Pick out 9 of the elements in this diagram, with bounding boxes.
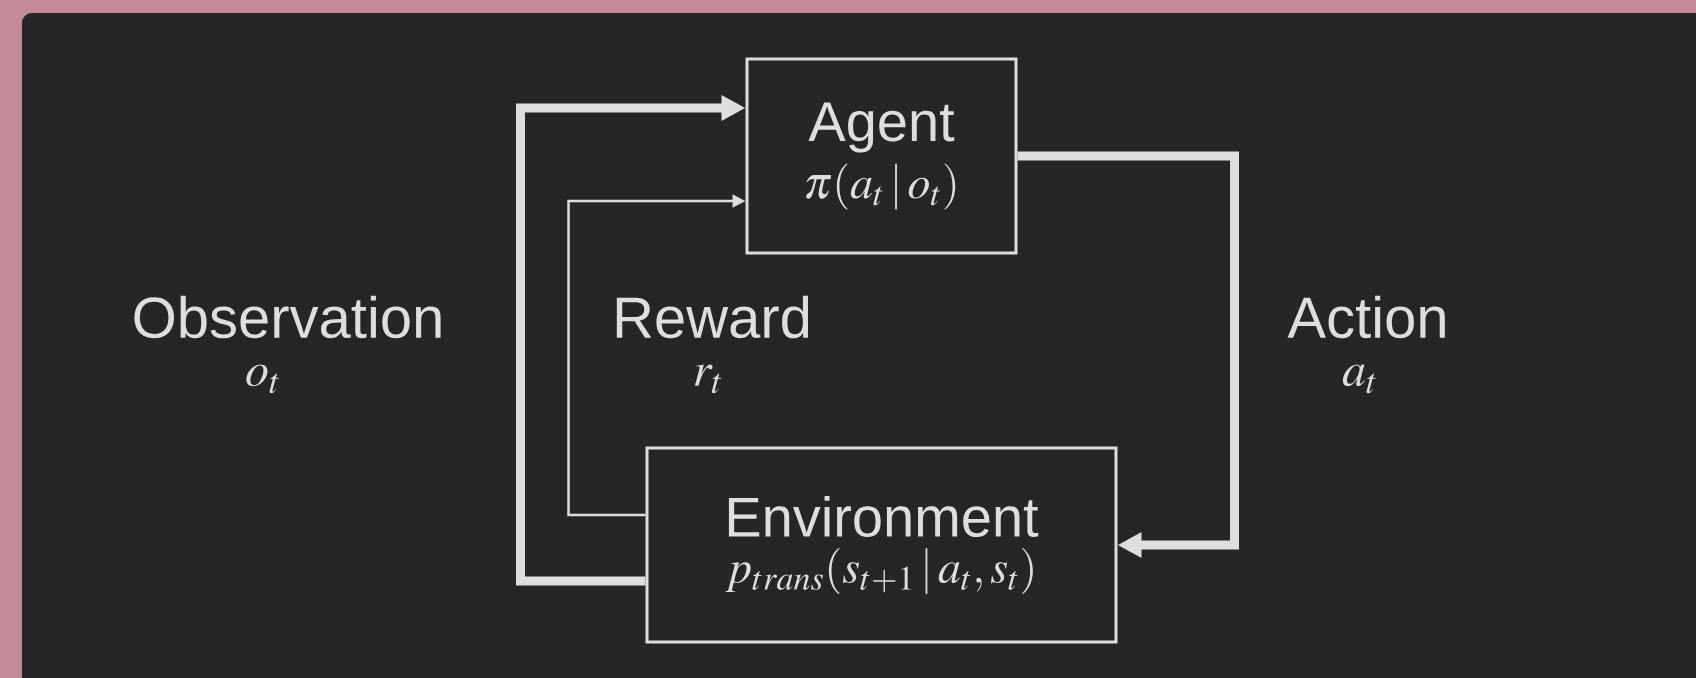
node-box: Environment $p_{trans}(s_{t+1}\,|\,a_t, s_t)$ (645, 446, 1118, 644)
edge-label: Observation (134, 295, 441, 339)
math-label: $o_t$ (246, 364, 279, 394)
node-box: Agent $\pi(a_t\,|\,o_t)$ (745, 57, 1018, 255)
math-label: $r_t$ (694, 364, 721, 394)
math-label: $a_t$ (1342, 364, 1376, 394)
edge-label: Reward (616, 295, 809, 339)
edge-label: Action (1287, 295, 1445, 339)
arrow (1017, 151, 1239, 558)
